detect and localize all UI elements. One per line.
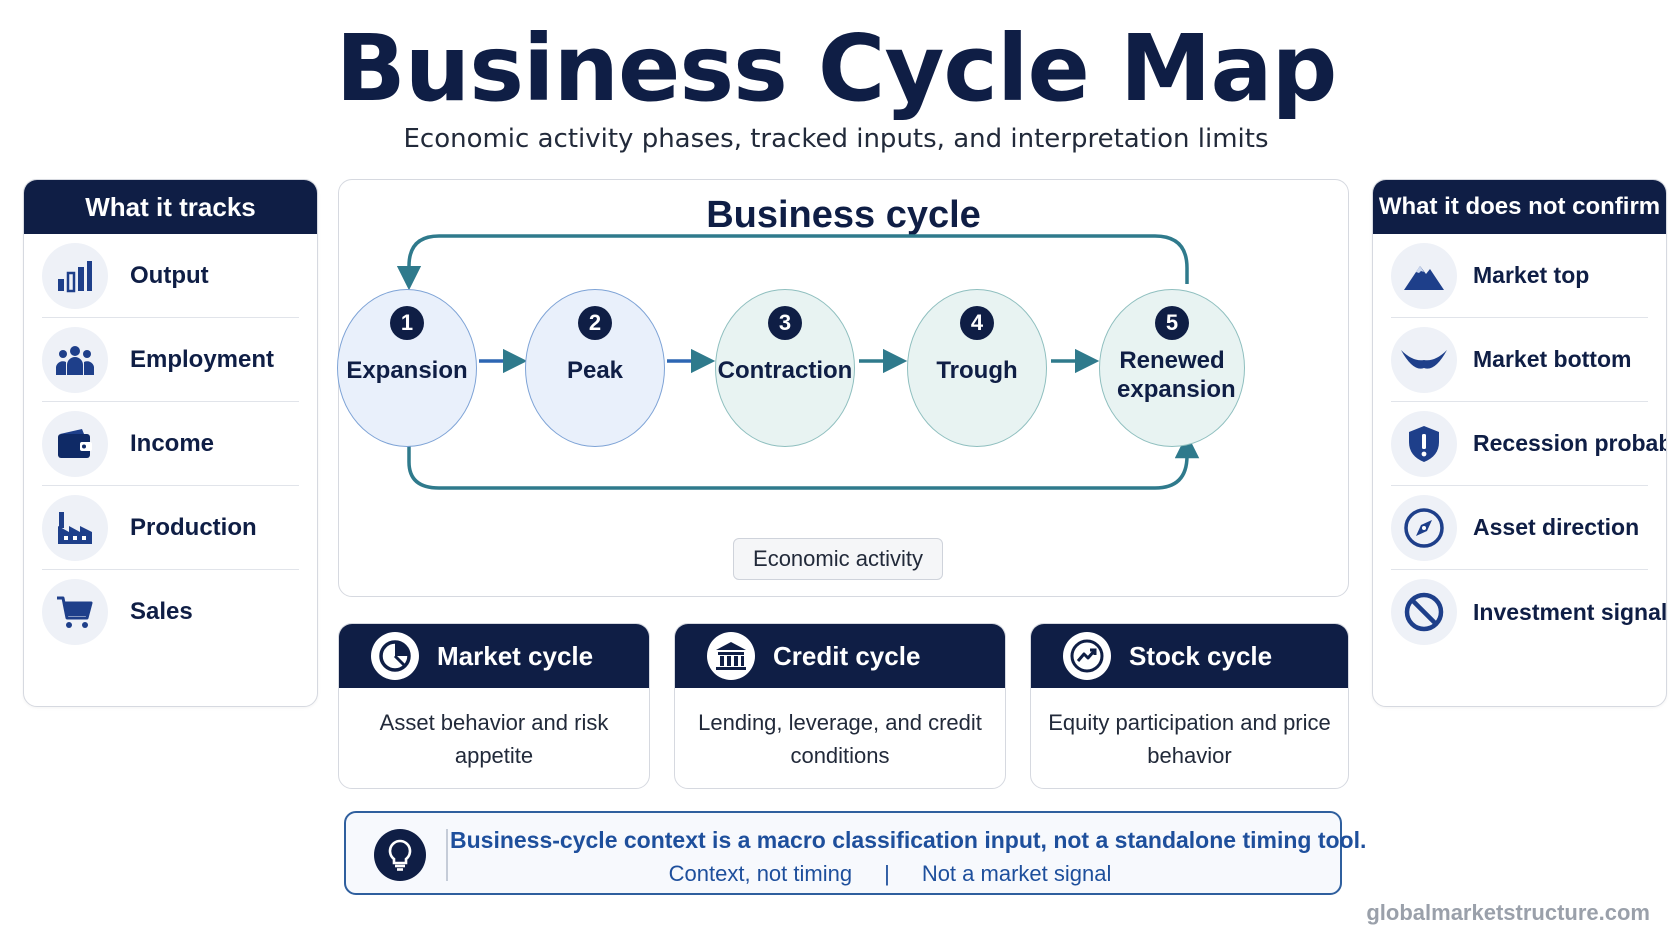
card-title: Market cycle <box>437 640 594 671</box>
card-title: Stock cycle <box>1129 640 1273 671</box>
not-confirm-item-market-top: Market top <box>1391 234 1648 318</box>
tracks-item-label: Output <box>130 261 209 289</box>
not-confirm-item-label: Market top <box>1473 262 1590 288</box>
phase-renewed-expansion: 5 Renewed expansion <box>1099 289 1245 447</box>
economic-activity-label: Economic activity <box>733 538 943 580</box>
tracks-item-income: Income <box>42 402 299 486</box>
note-sub-right: Not a market signal <box>921 861 1112 886</box>
bar-chart-icon <box>42 242 108 309</box>
compass-icon <box>1391 494 1457 561</box>
shopping-cart-icon <box>42 579 108 645</box>
tracks-item-sales: Sales <box>42 570 299 654</box>
page-subtitle: Economic activity phases, tracked inputs… <box>403 124 1269 154</box>
return-loop-arrow <box>396 234 1189 291</box>
card-description: Equity participation and price behavior <box>1048 710 1331 768</box>
not-confirm-header: What it does not confirm <box>1373 180 1666 234</box>
card-description: Lending, leverage, and credit conditions <box>698 710 982 768</box>
lightbulb-icon <box>374 829 426 881</box>
phase-label: Trough <box>936 357 1018 384</box>
factory-icon <box>42 494 108 561</box>
phase-number: 5 <box>1155 306 1189 340</box>
tracks-item-label: Employment <box>130 345 275 373</box>
tracks-panel: What it tracks Output Employment Income … <box>23 179 318 707</box>
phase-contraction: 3 Contraction <box>715 289 855 447</box>
forward-loop-arrow <box>407 433 1200 490</box>
not-confirm-panel: What it does not confirm Market top Mark… <box>1372 179 1667 707</box>
note-subtext: Context, not timing | Not a market signal <box>450 861 1330 887</box>
phase-label: Expansion <box>346 357 468 384</box>
not-confirm-item-label: Recession probability <box>1473 430 1666 456</box>
pie-chart-icon <box>371 632 419 680</box>
stock-cycle-card: Stock cycle Equity participation and pri… <box>1030 623 1349 789</box>
phase-expansion: 1 Expansion <box>337 289 477 447</box>
page-title: Business Cycle Map <box>335 15 1338 122</box>
valley-curve-icon <box>1391 326 1457 393</box>
cycle-arrows <box>396 234 1200 490</box>
bank-icon <box>707 632 755 680</box>
tracks-item-production: Production <box>42 486 299 570</box>
phase-number: 3 <box>768 306 802 340</box>
note-separator: | <box>884 861 890 886</box>
footer-url[interactable]: globalmarketstructure.com <box>1366 900 1650 925</box>
people-icon <box>42 326 108 393</box>
business-cycle-panel: Business cycle 1 Expansion 2 Peak 3 Cont… <box>337 179 1349 597</box>
not-confirm-item-market-bottom: Market bottom <box>1391 318 1648 402</box>
not-confirm-item-recession-probability: Recession probability <box>1391 402 1666 486</box>
not-confirm-item-investment-signal: Investment signal <box>1391 570 1666 654</box>
phase-number: 4 <box>960 306 994 340</box>
phase-label: Renewed expansion <box>1117 347 1236 403</box>
credit-cycle-card: Credit cycle Lending, leverage, and cred… <box>674 623 1006 789</box>
mountain-icon <box>1391 242 1457 309</box>
phase-trough: 4 Trough <box>907 289 1047 447</box>
tracks-item-label: Income <box>130 429 215 457</box>
tracks-item-output: Output <box>42 234 299 318</box>
note-main-text: Business-cycle context is a macro classi… <box>450 827 1367 853</box>
tracks-item-label: Production <box>130 513 257 541</box>
phase-peak: 2 Peak <box>525 289 665 447</box>
shield-alert-icon <box>1391 410 1457 477</box>
not-confirm-item-label: Market bottom <box>1473 346 1632 372</box>
phase-number: 1 <box>390 306 424 340</box>
phase-label: Peak <box>566 357 624 384</box>
phase-label: Contraction <box>717 357 853 384</box>
context-note: Business-cycle context is a macro classi… <box>344 811 1367 895</box>
phase-number: 2 <box>578 306 612 340</box>
market-cycle-card: Market cycle Asset behavior and risk app… <box>338 623 650 789</box>
note-sub-left: Context, not timing <box>668 861 853 886</box>
trend-up-icon <box>1063 632 1111 680</box>
prohibited-icon <box>1391 579 1457 645</box>
cycle-title: Business cycle <box>706 194 981 236</box>
wallet-icon <box>42 410 108 477</box>
not-confirm-item-label: Asset direction <box>1473 514 1640 540</box>
tracks-header: What it tracks <box>24 180 317 234</box>
card-title: Credit cycle <box>773 640 921 671</box>
card-description: Asset behavior and risk appetite <box>379 710 609 768</box>
tracks-item-employment: Employment <box>42 318 299 402</box>
not-confirm-item-label: Investment signal <box>1473 598 1667 625</box>
not-confirm-item-asset-direction: Asset direction <box>1391 486 1648 570</box>
note-divider <box>446 829 448 881</box>
tracks-item-label: Sales <box>130 598 193 625</box>
